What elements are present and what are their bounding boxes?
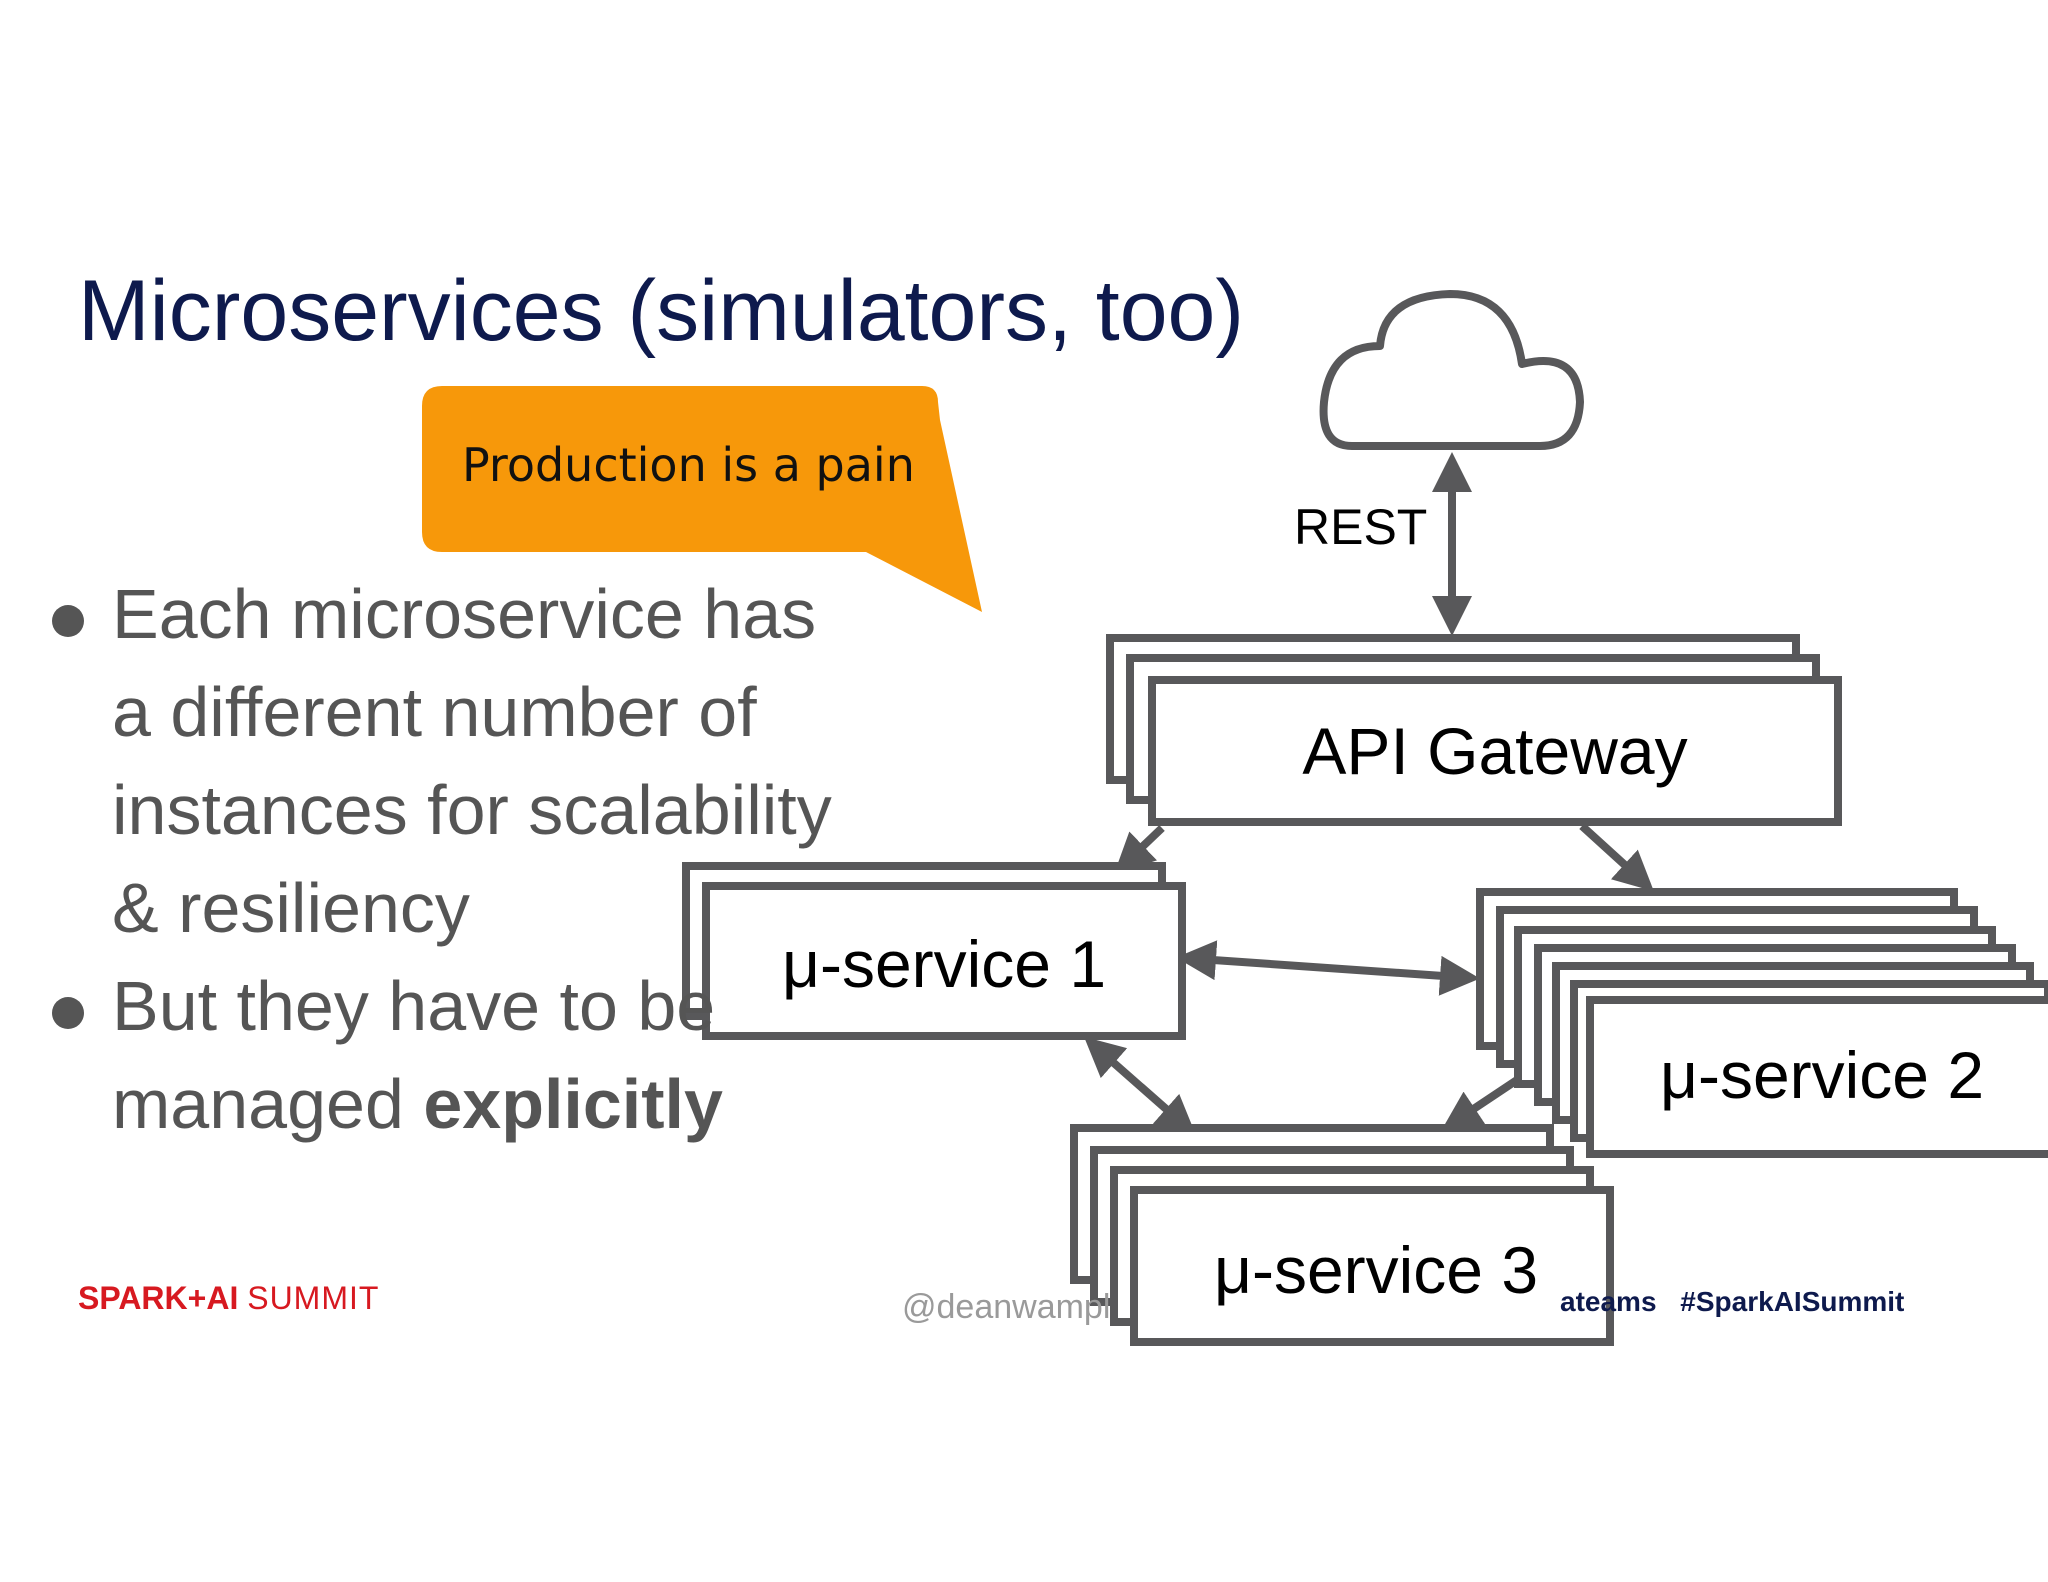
cloud-icon <box>1319 290 1584 450</box>
service3-stack <box>1070 1124 1614 1346</box>
callout-bubble <box>422 386 982 612</box>
bullet-dot-icon <box>52 997 84 1029</box>
speaker-handle: @deanwampl <box>902 1288 1111 1326</box>
bullet-item: But they have to be managed explicitly <box>44 957 872 1153</box>
service1-service2-arrow <box>1176 940 1480 996</box>
gateway-to-service2-arrow <box>1579 823 1654 892</box>
bullet-item: Each microservice has a different number… <box>44 565 872 957</box>
service2-to-service3-arrow <box>1441 1074 1523 1131</box>
service1-service3-arrow <box>1083 1036 1197 1136</box>
brand-logo-bold: SPARK+AI <box>78 1280 239 1316</box>
brand-logo-regular: SUMMIT <box>247 1280 380 1316</box>
bullet-list: Each microservice has a different number… <box>44 565 872 1153</box>
hashtag-main: #SparkAISummit <box>1680 1286 1905 1317</box>
bullet-text: Each microservice has a different number… <box>112 575 832 947</box>
hashtag-partial: ateams <box>1560 1286 1657 1317</box>
service1-label: μ-service 1 <box>782 927 1106 1001</box>
rest-label: REST <box>1294 499 1427 555</box>
callout-text: Production is a pain <box>462 438 915 492</box>
bullet-bold-text: explicitly <box>423 1065 723 1143</box>
service2-label: μ-service 2 <box>1660 1038 1984 1112</box>
bullet-dot-icon <box>52 605 84 637</box>
hashtags: ateams #SparkAISummit <box>1560 1288 1904 1316</box>
api-gateway-stack <box>1106 634 1842 826</box>
gateway-to-service1-arrow <box>1114 825 1165 874</box>
service3-label: μ-service 3 <box>1214 1233 1538 1307</box>
bullet-text: But they have to be managed <box>112 967 716 1143</box>
slide-title: Microservices (simulators, too) <box>78 263 1244 359</box>
service1-stack <box>682 862 1186 1040</box>
brand-logo: SPARK+AI SUMMIT <box>78 1282 379 1314</box>
api-gateway-label: API Gateway <box>1302 714 1687 788</box>
service2-stack <box>1476 888 2048 1158</box>
